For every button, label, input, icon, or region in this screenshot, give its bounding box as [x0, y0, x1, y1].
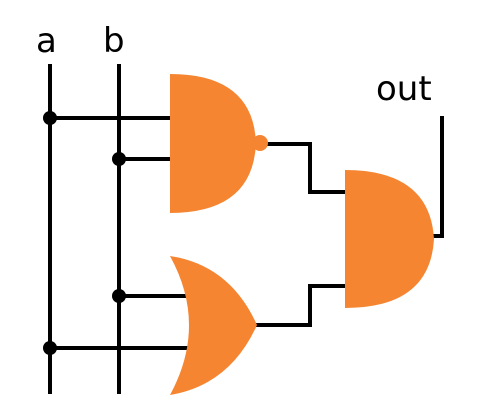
output-label: out	[376, 69, 432, 109]
wire-and-to-out	[431, 116, 444, 238]
wire-or-to-and	[253, 284, 348, 327]
or-gate	[170, 256, 257, 395]
wire-nand-to-and	[264, 142, 348, 194]
junction-a-or	[43, 341, 57, 355]
input-a-label: a	[36, 21, 57, 61]
junction-a-nand	[43, 111, 57, 125]
nand-gate	[170, 74, 268, 213]
junction-b-or	[112, 289, 126, 303]
and-gate	[345, 170, 434, 308]
input-b-label: b	[103, 21, 125, 61]
junction-b-nand	[112, 152, 126, 166]
